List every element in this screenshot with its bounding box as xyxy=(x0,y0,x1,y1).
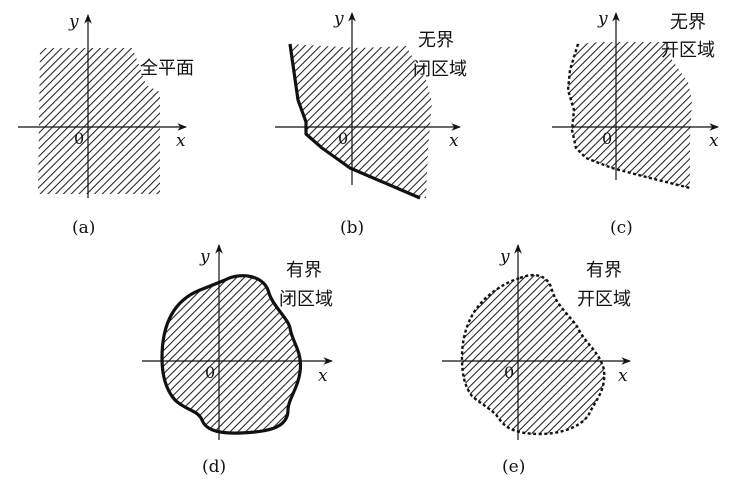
boundary-b xyxy=(288,43,421,200)
origin-label-c: 0 xyxy=(602,129,612,148)
origin-label-b: 0 xyxy=(338,129,348,148)
region-d xyxy=(162,275,301,434)
panel-a: y x 0 全平面 (a) xyxy=(18,12,194,238)
x-axis-label-d: x xyxy=(318,366,328,386)
caption-e: (e) xyxy=(502,457,525,477)
y-axis-label-e: y xyxy=(499,247,510,267)
x-axis-label-e: x xyxy=(618,366,628,386)
caption-d: (d) xyxy=(202,457,226,477)
origin-label-a: 0 xyxy=(74,129,84,148)
caption-b: (b) xyxy=(340,218,364,238)
title-c-line1: 无界 xyxy=(670,12,706,33)
title-e-line1: 有界 xyxy=(586,260,622,281)
x-axis-label-b: x xyxy=(449,131,459,151)
boundary-d xyxy=(160,274,303,435)
region-c xyxy=(568,42,692,188)
title-b-line2: 闭区域 xyxy=(413,59,467,80)
title-d-line1: 有界 xyxy=(286,260,322,281)
y-axis-label-b: y xyxy=(333,9,344,29)
region-a xyxy=(38,48,160,194)
origin-label-d: 0 xyxy=(205,363,215,382)
panel-c: y x 0 无界 开区域 (c) xyxy=(552,9,719,238)
caption-c: (c) xyxy=(610,218,633,238)
y-axis-label-a: y xyxy=(68,12,79,32)
title-c-line2: 开区域 xyxy=(661,40,715,61)
x-axis-label-a: x xyxy=(176,131,186,151)
panel-b: y x 0 无界 闭区域 (b) xyxy=(275,9,467,238)
title-a-line1: 全平面 xyxy=(140,58,194,79)
region-e xyxy=(462,275,605,434)
title-b-line1: 无界 xyxy=(418,30,454,51)
panel-e: y x 0 有界 开区域 (e) xyxy=(442,244,631,477)
caption-a: (a) xyxy=(72,218,95,238)
y-axis-label-d: y xyxy=(199,247,210,267)
region-b xyxy=(290,44,432,198)
title-e-line2: 开区域 xyxy=(577,289,631,310)
origin-label-e: 0 xyxy=(504,363,514,382)
x-axis-label-c: x xyxy=(709,131,719,151)
y-axis-label-c: y xyxy=(597,9,608,29)
title-d-line2: 闭区域 xyxy=(279,289,333,310)
boundary-e xyxy=(460,274,606,436)
panel-d: y x 0 有界 闭区域 (d) xyxy=(142,244,333,477)
